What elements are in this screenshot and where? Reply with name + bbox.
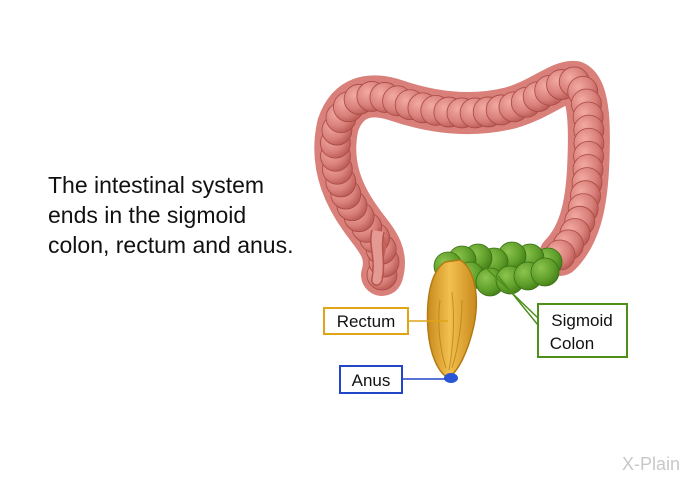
colon-body xyxy=(314,60,610,296)
sigmoid-label: Sigmoid Colon xyxy=(537,303,628,358)
rectum-label: Rectum xyxy=(323,307,409,335)
rectum-label-text: Rectum xyxy=(337,312,396,331)
sigmoid-leader-line-2 xyxy=(497,275,539,326)
anus-shape xyxy=(444,373,458,383)
appendix-tail xyxy=(370,229,385,286)
sigmoid-label-line2: Colon xyxy=(550,334,594,353)
sigmoid-label-line1: Sigmoid xyxy=(551,311,612,330)
watermark-text: X-Plain xyxy=(622,454,680,474)
xplain-logo: X-Plain xyxy=(622,454,680,474)
colon-haustra xyxy=(319,66,605,291)
anus-label-text: Anus xyxy=(352,371,391,390)
anus-label: Anus xyxy=(339,365,403,394)
rectum-shape xyxy=(426,259,478,379)
sigmoid-bulge xyxy=(530,257,560,287)
caption-text: The intestinal system ends in the sigmoi… xyxy=(48,172,294,258)
rectum-folds xyxy=(438,291,463,371)
